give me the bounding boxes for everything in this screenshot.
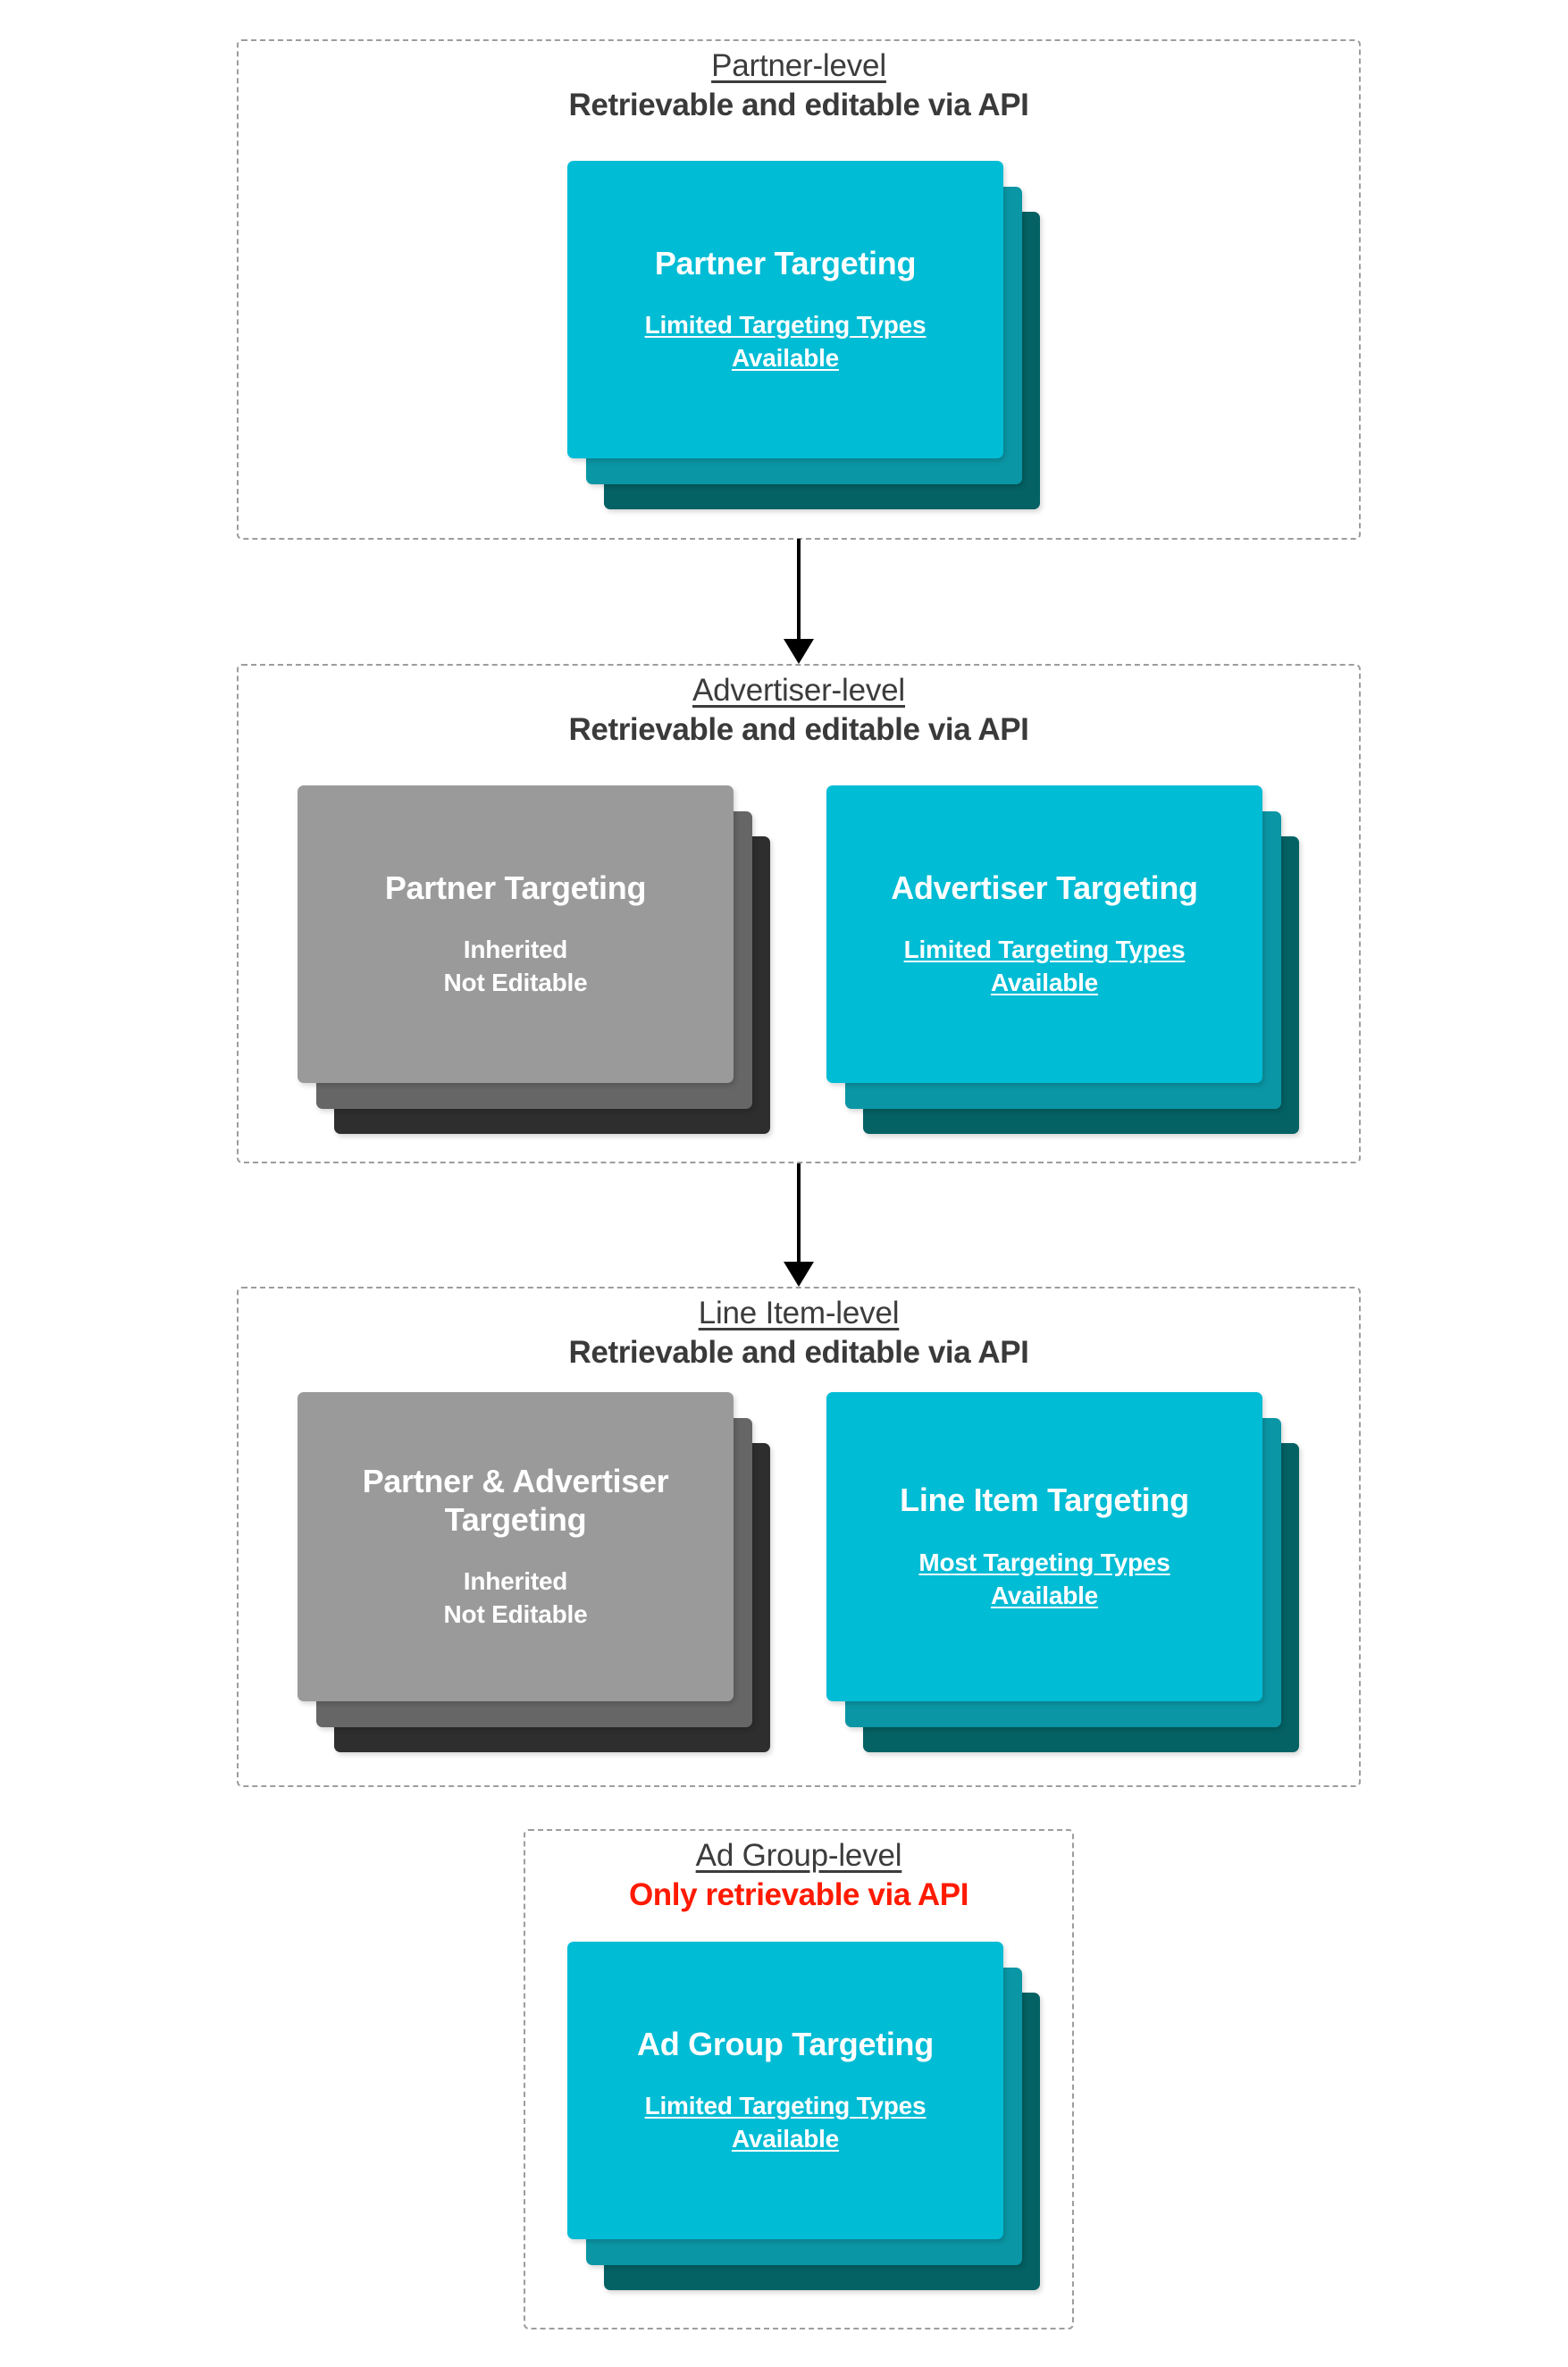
- level-box-ad-group: [524, 1829, 1074, 2329]
- level-subtitle-ad-group: Only retrievable via API: [628, 1877, 969, 1913]
- level-title-ad-group: Ad Group-level: [695, 1838, 902, 1873]
- card-note-line-1: Most Targeting Types: [918, 1548, 1170, 1576]
- level-header-advertiser: Advertiser-level Retrievable and editabl…: [237, 673, 1361, 748]
- card-note-line-2: Not Editable: [443, 969, 588, 997]
- card-note-line-1: Limited Targeting Types: [644, 311, 927, 340]
- level-box-line-item: [237, 1287, 1361, 1787]
- level-header-ad-group: Ad Group-level Only retrievable via API: [524, 1838, 1074, 1913]
- level-title-partner: Partner-level: [711, 48, 886, 83]
- card-title: Advertiser Targeting: [891, 869, 1198, 906]
- arrow-advertiser-to-line-item: [784, 1163, 814, 1287]
- card-title: Partner Targeting: [654, 244, 917, 281]
- card-stack-line-item-inherited: Partner & Advertiser Targeting Inherited…: [298, 1392, 771, 1752]
- level-header-partner: Partner-level Retrievable and editable v…: [237, 48, 1361, 123]
- card-line-item-targeting[interactable]: Line Item Targeting Most Targeting Types…: [826, 1392, 1262, 1701]
- card-note-line-1: Limited Targeting Types: [644, 2092, 927, 2120]
- card-stack-advertiser-targeting: Advertiser Targeting Limited Targeting T…: [826, 785, 1300, 1143]
- card-stack-line-item-targeting: Line Item Targeting Most Targeting Types…: [826, 1392, 1300, 1752]
- card-note-line-2: Available: [990, 969, 1099, 997]
- card-stack-partner-targeting: Partner Targeting Limited Targeting Type…: [567, 161, 1041, 518]
- level-box-advertiser: [237, 664, 1361, 1163]
- card-ad-group-targeting[interactable]: Ad Group Targeting Limited Targeting Typ…: [567, 1942, 1003, 2239]
- card-advertiser-targeting[interactable]: Advertiser Targeting Limited Targeting T…: [826, 785, 1262, 1083]
- level-header-line-item: Line Item-level Retrievable and editable…: [237, 1296, 1361, 1371]
- level-title-line-item: Line Item-level: [698, 1296, 900, 1330]
- level-subtitle-partner: Retrievable and editable via API: [568, 88, 1029, 123]
- card-note-line-2: Available: [731, 2125, 840, 2153]
- card-stack-ad-group-targeting: Ad Group Targeting Limited Targeting Typ…: [567, 1942, 1041, 2299]
- level-subtitle-line-item: Retrievable and editable via API: [568, 1335, 1029, 1371]
- card-note-line-1: Inherited: [463, 936, 568, 964]
- card-note-line-1: Limited Targeting Types: [903, 936, 1186, 964]
- card-stack-advertiser-inherited: Partner Targeting Inherited Not Editable: [298, 785, 771, 1143]
- card-title: Partner Targeting: [384, 869, 647, 906]
- card-note-line-1: Inherited: [463, 1567, 568, 1596]
- card-title: Line Item Targeting: [900, 1481, 1189, 1519]
- card-partner-advertiser-targeting-inherited[interactable]: Partner & Advertiser Targeting Inherited…: [298, 1392, 734, 1701]
- card-note-line-2: Available: [731, 344, 840, 373]
- level-subtitle-advertiser: Retrievable and editable via API: [568, 712, 1029, 748]
- card-title: Ad Group Targeting: [637, 2025, 934, 2062]
- card-partner-targeting[interactable]: Partner Targeting Limited Targeting Type…: [567, 161, 1003, 458]
- card-note-line-2: Available: [990, 1581, 1099, 1609]
- card-title: Partner & Advertiser Targeting: [362, 1462, 669, 1539]
- card-partner-targeting-inherited[interactable]: Partner Targeting Inherited Not Editable: [298, 785, 734, 1083]
- level-title-advertiser: Advertiser-level: [692, 673, 905, 708]
- arrow-partner-to-advertiser: [784, 539, 814, 664]
- card-note-line-2: Not Editable: [443, 1600, 588, 1629]
